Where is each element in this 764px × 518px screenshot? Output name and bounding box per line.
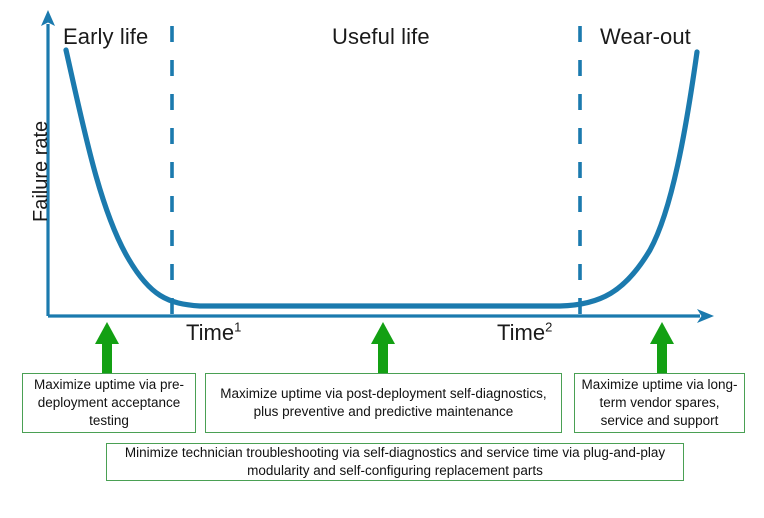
note-box-early-life: Maximize uptime via pre-deployment accep… (22, 373, 196, 433)
phase-label-useful-life: Useful life (332, 24, 430, 49)
time-label-2-superscript: 2 (545, 319, 553, 335)
note-text-summary: Minimize technician troubleshooting via … (124, 445, 666, 478)
phase-label-wear-out: Wear-out (600, 24, 691, 49)
x-axis-arrowhead (697, 309, 714, 323)
note-box-wear-out: Maximize uptime via long-term vendor spa… (574, 373, 745, 433)
callout-arrow-early-life (95, 322, 119, 373)
time-label-1: Time1 (186, 320, 241, 346)
y-axis-title: Failure rate (30, 120, 52, 222)
y-axis (41, 10, 55, 316)
y-axis-arrowhead (41, 10, 55, 26)
note-text-early-life: Maximize uptime via pre-deployment accep… (33, 377, 185, 428)
failure-rate-curve (63, 47, 700, 309)
phase-label-early-life: Early life (63, 24, 149, 49)
callout-arrow-useful-life (371, 322, 395, 373)
time-label-1-text: Time (186, 320, 235, 345)
time-label-1-superscript: 1 (234, 319, 242, 335)
note-text-useful-life: Maximize uptime via post-deployment self… (220, 386, 547, 419)
note-box-summary: Minimize technician troubleshooting via … (106, 443, 684, 481)
x-axis (48, 309, 714, 323)
note-box-useful-life: Maximize uptime via post-deployment self… (205, 373, 562, 433)
time-label-2-text: Time (497, 320, 546, 345)
callout-arrow-wear-out (650, 322, 674, 373)
time-label-2: Time2 (497, 320, 552, 346)
note-text-wear-out: Maximize uptime via long-term vendor spa… (581, 377, 738, 428)
